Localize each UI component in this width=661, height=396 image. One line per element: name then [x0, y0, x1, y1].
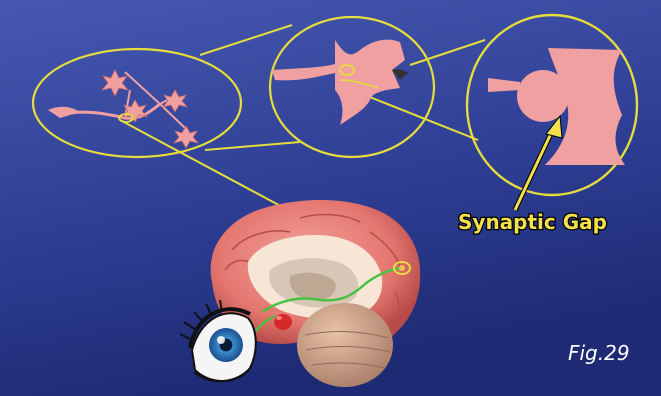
figure-number-label: Fig.29: [568, 341, 630, 365]
synaptic-gap-label: Synaptic Gap: [458, 210, 607, 234]
